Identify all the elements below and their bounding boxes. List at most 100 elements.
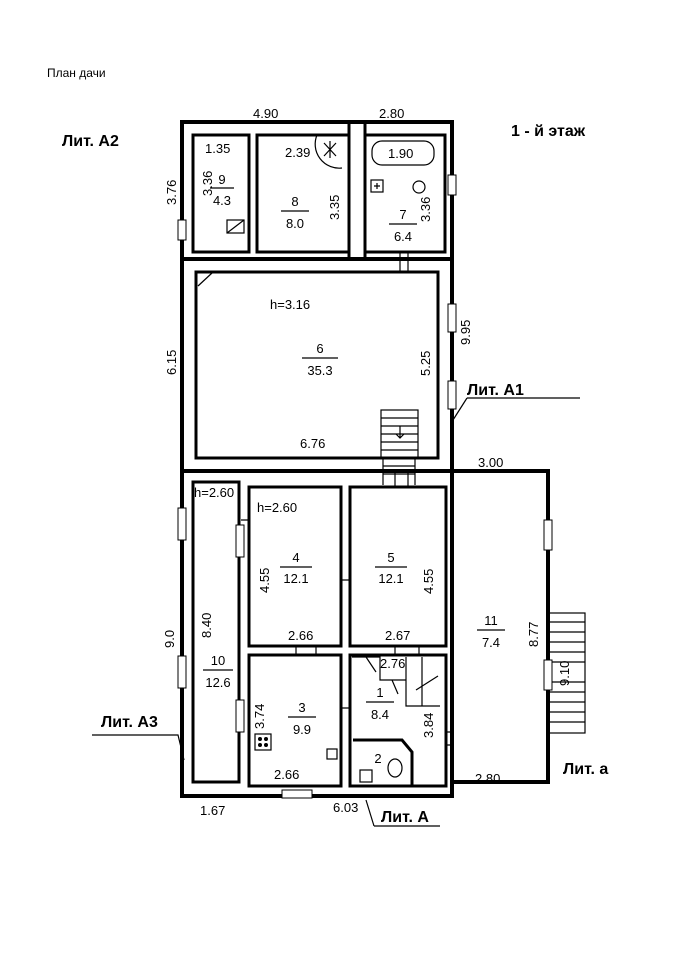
room-10-area: 12.6 [205, 675, 230, 690]
dim-left-upper: 3.76 [164, 180, 179, 205]
room-1-number: 1 [376, 685, 383, 700]
dim-r10-840: 8.40 [199, 613, 214, 638]
window-5 [177, 507, 187, 541]
dim-r8-335: 3.35 [327, 195, 342, 220]
dim-r4-455: 4.55 [257, 568, 272, 593]
dim-left-90: 9.0 [162, 630, 177, 648]
lit-a1-label: Лит. А1 [467, 382, 524, 399]
stairs-arrow-icon [395, 426, 405, 439]
plan-caption: План дачи [47, 66, 106, 80]
room-6-walls [194, 270, 440, 460]
room-7-area: 6.4 [394, 229, 412, 244]
dim-r5-455: 4.55 [421, 569, 436, 594]
room-9-area: 4.3 [213, 193, 231, 208]
dim-r11-280: 2.80 [475, 771, 500, 786]
lit-a-small-label: Лит. а [563, 761, 608, 778]
dim-r1-384: 3.84 [421, 713, 436, 738]
room-5-area: 12.1 [378, 571, 403, 586]
height-room-10: h=2.60 [194, 485, 234, 500]
toilet-icon-mark [374, 183, 380, 189]
dim-top-right: 2.80 [379, 106, 404, 121]
stove-burner-3 [258, 743, 262, 747]
dim-r7-190: 1.90 [388, 146, 413, 161]
sink-room-3-icon [326, 748, 338, 760]
door-marks [241, 252, 452, 746]
dim-r1-276: 2.76 [380, 656, 405, 671]
stove-burner-4 [264, 743, 268, 747]
room-4-number: 4 [292, 550, 299, 565]
window-9 [281, 789, 313, 799]
spiral-stairs [352, 656, 440, 707]
dim-top-left: 4.90 [253, 106, 278, 121]
room-5-walls [348, 485, 448, 648]
dim-bottom-603: 6.03 [333, 800, 358, 815]
dim-left-mid: 6.15 [164, 350, 179, 375]
lower-block-outline [180, 469, 454, 798]
room-3-number: 3 [298, 700, 305, 715]
window-2 [447, 174, 457, 196]
window-3 [447, 303, 457, 333]
room-labels: 9 4.3 8 8.0 7 6.4 6 35.3 4 12.1 5 12.1 1… [203, 172, 505, 766]
room-8-number: 8 [291, 194, 298, 209]
leader-line-a-tick [365, 799, 375, 827]
room-3-walls [247, 653, 343, 788]
window-1 [177, 219, 187, 241]
room-1-area: 8.4 [371, 707, 389, 722]
room-3-area: 9.9 [293, 722, 311, 737]
leader-line-a1-tick [452, 397, 468, 421]
dim-top-300: 3.00 [478, 455, 503, 470]
dim-r11-right: 8.77 [526, 622, 541, 647]
room-6-area: 35.3 [307, 363, 332, 378]
window-7 [235, 524, 245, 558]
dim-bottom-167: 1.67 [200, 803, 225, 818]
room-9-step-diag [226, 219, 245, 234]
lit-a2-label: Лит. А2 [62, 133, 119, 150]
stove-burner-1 [258, 737, 262, 741]
dim-inner-676: 6.76 [300, 436, 325, 451]
porch-stairs-steps [548, 621, 585, 723]
window-4 [447, 380, 457, 410]
window-11 [543, 659, 553, 691]
lit-a-label: Лит. А [381, 809, 429, 826]
dim-r9-135: 1.35 [205, 141, 230, 156]
dim-r3-266: 2.66 [274, 767, 299, 782]
dim-r8-239: 2.39 [285, 145, 310, 160]
dim-r9-336: 3.36 [200, 171, 215, 196]
lit-a3-label: Лит. А3 [101, 714, 158, 731]
dim-r5-267: 2.67 [385, 628, 410, 643]
window-8 [235, 699, 245, 733]
dim-right-mid: 9.95 [458, 320, 473, 345]
room-2-walls [353, 738, 414, 786]
room-10-number: 10 [211, 653, 225, 668]
room-11-number: 11 [484, 613, 498, 628]
bathtub-icon [371, 140, 435, 166]
room-6-number: 6 [316, 341, 323, 356]
stove-icon [254, 733, 272, 751]
room-2-number: 2 [374, 751, 381, 766]
room-7-number: 7 [399, 207, 406, 222]
room-9-number: 9 [218, 172, 225, 187]
window-10 [543, 519, 553, 551]
room-11-area: 7.4 [482, 635, 500, 650]
door-swing-8 [314, 134, 343, 169]
room-6-corner-icon [197, 272, 213, 287]
room-4-walls [247, 485, 343, 648]
toilet-room-2-icon [359, 769, 373, 783]
sink-icon [412, 180, 426, 194]
dim-r7-336: 3.36 [418, 197, 433, 222]
toilet-icon [370, 179, 384, 193]
stove-burner-2 [264, 737, 268, 741]
floor-label: 1 - й этаж [511, 123, 586, 140]
room-1-walls [348, 653, 448, 788]
dim-r3-374: 3.74 [252, 704, 267, 729]
room-10-walls [191, 480, 241, 784]
dim-r4-266: 2.66 [288, 628, 313, 643]
room-4-area: 12.1 [283, 571, 308, 586]
leader-line-a3 [92, 734, 185, 761]
height-room-4: h=2.60 [257, 500, 297, 515]
room-9-walls [191, 133, 251, 254]
dim-inner-525: 5.25 [418, 351, 433, 376]
basin-room-2-icon [387, 758, 403, 778]
room-9-step-icon [226, 219, 245, 234]
